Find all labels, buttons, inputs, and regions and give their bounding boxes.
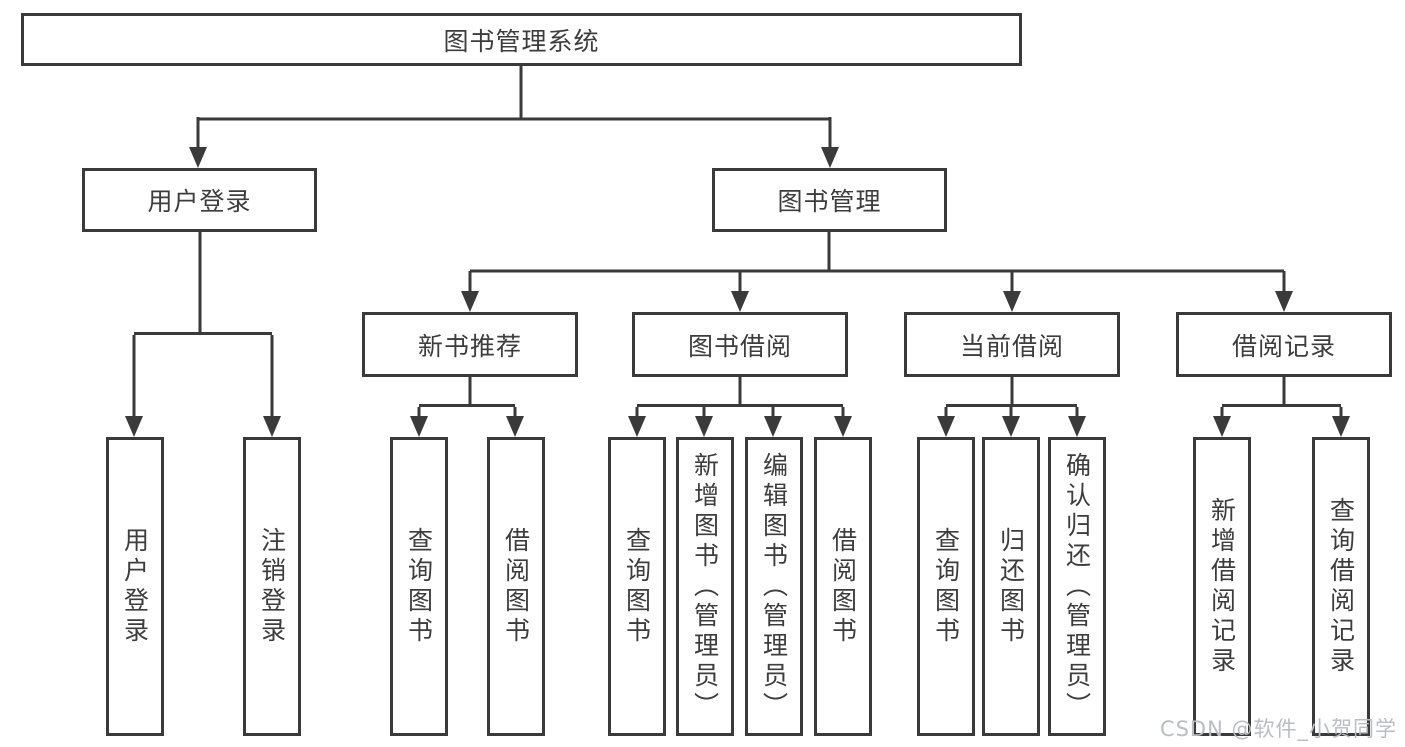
leaf-add-books-admin-label: 新增图书（管理员） bbox=[690, 451, 720, 722]
connector-new-book-group bbox=[417, 377, 517, 420]
leaf-query-books-3-label: 查询图书 bbox=[931, 526, 961, 647]
leaf-add-borrow-record: 新增借阅记录 bbox=[1193, 437, 1251, 736]
leaf-return-books: 归还图书 bbox=[982, 437, 1040, 736]
arrow-leaf-7 bbox=[764, 416, 782, 437]
leaf-logout-label: 注销登录 bbox=[257, 526, 287, 647]
arrow-leaf-1 bbox=[125, 416, 143, 437]
node-root-system: 图书管理系统 bbox=[21, 13, 1022, 66]
arrow-to-new-book-recommend bbox=[461, 291, 479, 312]
arrow-leaf-8 bbox=[834, 416, 852, 437]
arrow-leaf-10 bbox=[1002, 416, 1020, 437]
leaf-edit-books-admin: 编辑图书（管理员） bbox=[745, 437, 803, 736]
node-book-borrow-label: 图书借阅 bbox=[687, 331, 792, 361]
connector-root-to-level2 bbox=[196, 66, 832, 150]
leaf-add-borrow-record-label: 新增借阅记录 bbox=[1207, 496, 1237, 677]
node-book-borrow: 图书借阅 bbox=[632, 312, 848, 377]
arrow-leaf-4 bbox=[506, 416, 524, 437]
leaf-logout: 注销登录 bbox=[243, 437, 301, 736]
leaf-query-books-1-label: 查询图书 bbox=[404, 526, 434, 647]
leaf-add-books-admin: 新增图书（管理员） bbox=[676, 437, 734, 736]
leaf-edit-books-admin-label: 编辑图书（管理员） bbox=[759, 451, 789, 722]
connector-user-login-group bbox=[132, 232, 274, 420]
connector-borrow-record-group bbox=[1220, 377, 1343, 420]
node-root-label: 图书管理系统 bbox=[443, 26, 600, 56]
node-new-book-recommend-label: 新书推荐 bbox=[417, 331, 522, 361]
arrow-to-book-management bbox=[821, 147, 839, 168]
leaf-confirm-return-admin: 确认归还（管理员） bbox=[1048, 437, 1106, 736]
node-current-borrow: 当前借阅 bbox=[904, 312, 1120, 377]
leaf-query-books-1: 查询图书 bbox=[390, 437, 448, 736]
node-borrow-record-label: 借阅记录 bbox=[1231, 331, 1336, 361]
arrow-leaf-3 bbox=[410, 416, 428, 437]
node-user-login: 用户登录 bbox=[82, 168, 317, 232]
arrow-leaf-13 bbox=[1332, 416, 1350, 437]
connector-current-borrow-group bbox=[944, 377, 1079, 420]
leaf-borrow-books-1-label: 借阅图书 bbox=[501, 526, 531, 647]
arrow-leaf-6 bbox=[695, 416, 713, 437]
arrow-leaf-2 bbox=[263, 416, 281, 437]
leaf-query-borrow-record-label: 查询借阅记录 bbox=[1326, 496, 1356, 677]
leaf-borrow-books-2: 借阅图书 bbox=[814, 437, 872, 736]
leaf-query-books-2-label: 查询图书 bbox=[622, 526, 652, 647]
leaf-return-books-label: 归还图书 bbox=[996, 526, 1026, 647]
arrow-leaf-12 bbox=[1213, 416, 1231, 437]
leaf-user-login-label: 用户登录 bbox=[120, 526, 150, 647]
leaf-user-login: 用户登录 bbox=[106, 437, 164, 736]
node-book-management: 图书管理 bbox=[712, 168, 947, 232]
leaf-query-books-3: 查询图书 bbox=[917, 437, 975, 736]
arrow-to-book-borrow bbox=[731, 291, 749, 312]
arrow-leaf-5 bbox=[628, 416, 646, 437]
arrow-leaf-11 bbox=[1068, 416, 1086, 437]
arrow-to-borrow-record bbox=[1275, 291, 1293, 312]
arrow-leaf-9 bbox=[937, 416, 955, 437]
arrow-to-user-login bbox=[189, 147, 207, 168]
arrow-to-current-borrow bbox=[1003, 291, 1021, 312]
node-book-management-label: 图书管理 bbox=[777, 187, 882, 216]
leaf-borrow-books-2-label: 借阅图书 bbox=[828, 526, 858, 647]
leaf-query-borrow-record: 查询借阅记录 bbox=[1312, 437, 1370, 736]
leaf-query-books-2: 查询图书 bbox=[608, 437, 666, 736]
node-new-book-recommend: 新书推荐 bbox=[362, 312, 578, 377]
connector-book-management-to-level3 bbox=[468, 232, 1286, 295]
node-user-login-label: 用户登录 bbox=[147, 187, 252, 216]
leaf-confirm-return-admin-label: 确认归还（管理员） bbox=[1062, 451, 1092, 722]
csdn-watermark: CSDN @软件_小贺同学 bbox=[1159, 717, 1397, 741]
node-borrow-record: 借阅记录 bbox=[1176, 312, 1392, 377]
leaf-borrow-books-1: 借阅图书 bbox=[487, 437, 545, 736]
connector-book-borrow-group bbox=[635, 377, 845, 420]
node-current-borrow-label: 当前借阅 bbox=[959, 331, 1064, 361]
